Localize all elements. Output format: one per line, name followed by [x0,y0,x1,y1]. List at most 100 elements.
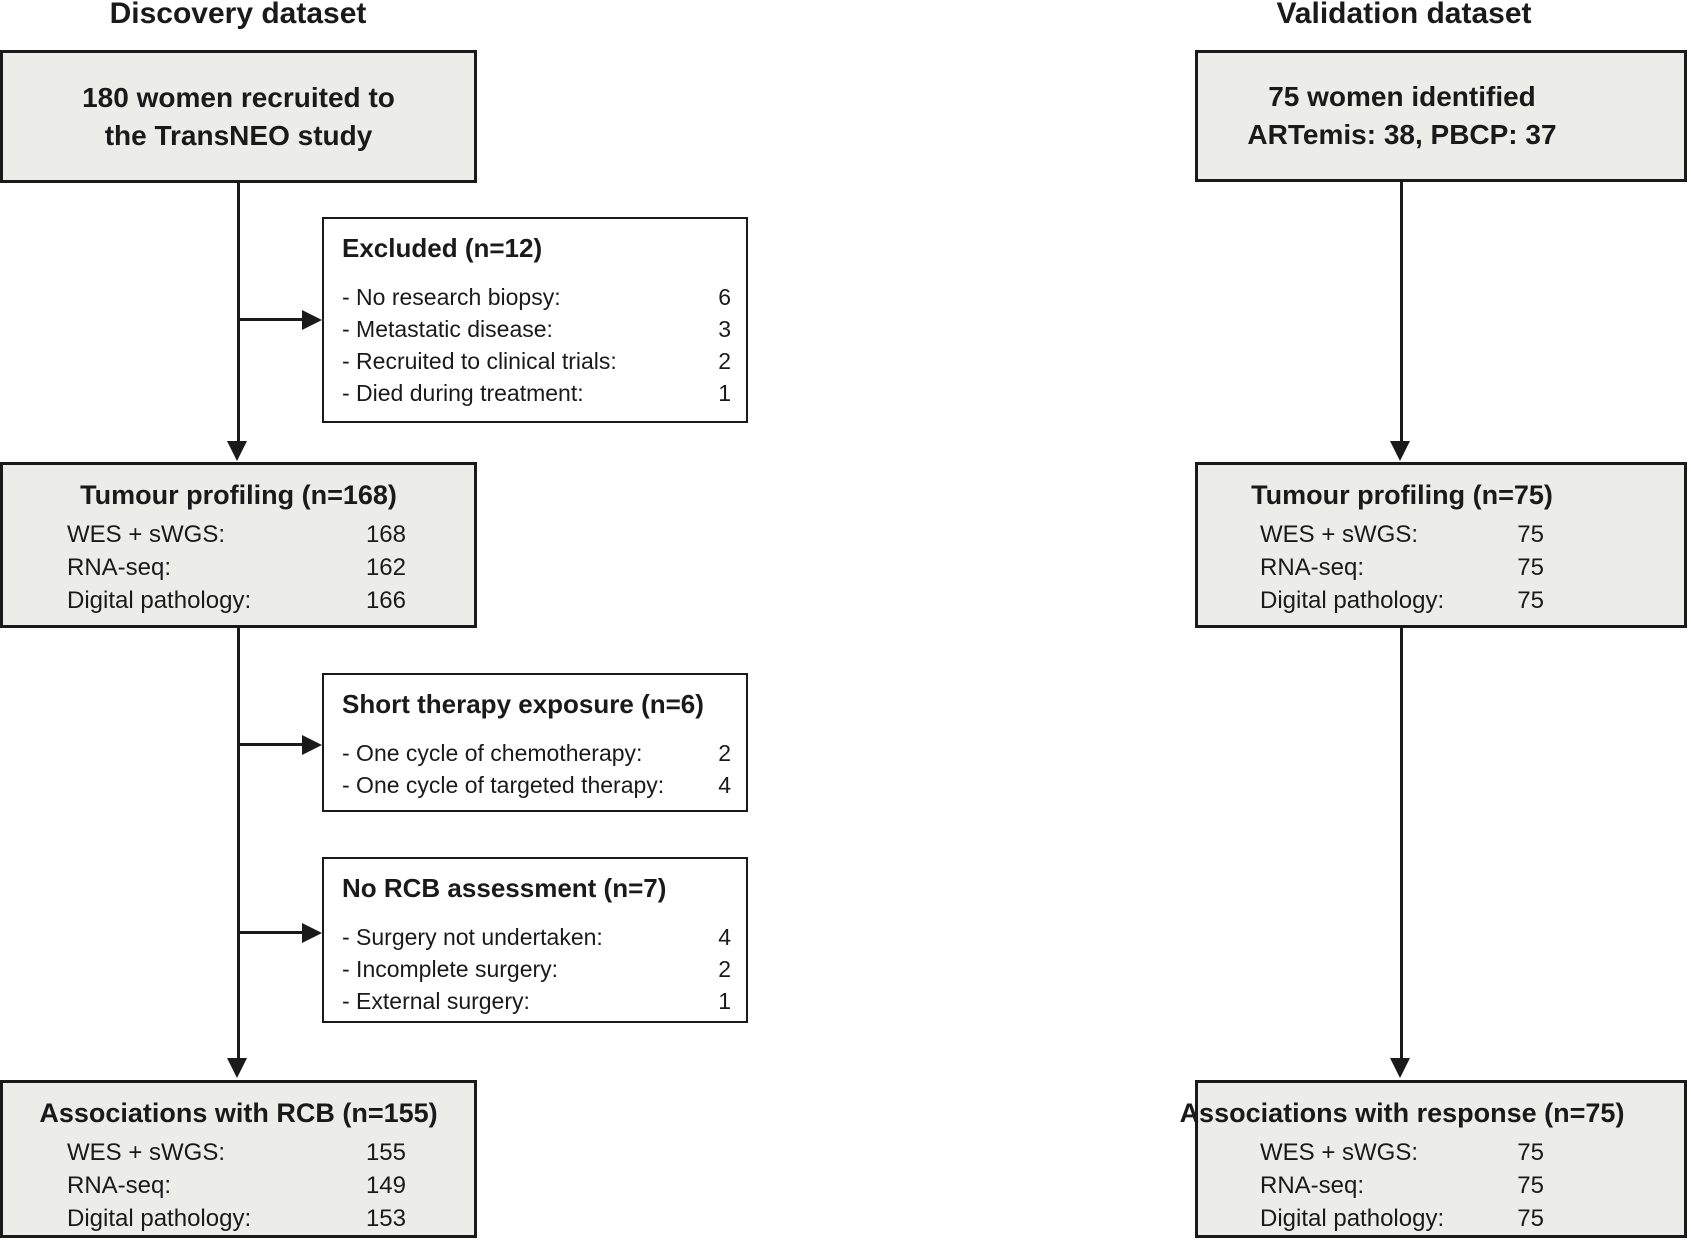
stat-row: RNA-seq: 162 [67,551,406,584]
short-therapy-exposure-box: Short therapy exposure (n=6) - One cycle… [322,673,748,812]
associations-response-stats: WES + sWGS: 75 RNA-seq: 75 Digital patho… [1198,1136,1606,1235]
identified-line-2: ARTemis: 38, PBCP: 37 [1247,119,1557,150]
stat-value: 162 [365,554,406,581]
stat-label: RNA-seq: [67,554,172,581]
associations-rcb-stats: WES + sWGS: 155 RNA-seq: 149 Digital pat… [3,1136,474,1235]
exclusion-count: 1 [718,988,731,1014]
stat-label: Digital pathology: [67,1205,252,1232]
stat-row: RNA-seq: 75 [1260,551,1544,584]
exclusion-label: - One cycle of targeted therapy: [342,772,665,798]
stat-row: Digital pathology: 75 [1260,1202,1544,1235]
stat-label: RNA-seq: [1260,1172,1365,1199]
exclusion-count: 1 [718,380,731,406]
excluded-box: Excluded (n=12) - No research biopsy: 6 … [322,217,748,423]
branch-line-excluded [238,318,304,321]
stat-label: RNA-seq: [1260,554,1365,581]
recruited-line-1: 180 women recruited to [82,81,395,113]
exclusion-row: - Recruited to clinical trials: 2 [342,345,731,377]
exclusion-count: 2 [718,956,731,982]
validation-identified-box: 75 women identified ARTemis: 38, PBCP: 3… [1195,50,1687,182]
no-rcb-rows: - Surgery not undertaken: 4 - Incomplete… [324,921,746,1017]
stat-value: 166 [365,587,406,614]
exclusion-count: 2 [718,348,731,374]
arrow-down-icon [227,1058,247,1078]
exclusion-count: 4 [718,924,731,950]
stat-row: WES + sWGS: 168 [67,518,406,551]
associations-with-response-box: Associations with response (n=75) WES + … [1179,1080,1687,1238]
stat-row: WES + sWGS: 155 [67,1136,406,1169]
stat-value: 75 [1517,1205,1544,1232]
associations-response-title: Associations with response (n=75) [1179,1098,1625,1128]
exclusion-row: - Surgery not undertaken: 4 [342,921,731,953]
stat-row: WES + sWGS: 75 [1260,518,1544,551]
stat-label: Digital pathology: [1260,1205,1445,1232]
arrow-down-icon [1390,1058,1410,1078]
stat-row: RNA-seq: 149 [67,1169,406,1202]
exclusion-count: 4 [718,772,731,798]
exclusion-count: 6 [718,284,731,310]
excluded-title: Excluded (n=12) [342,233,543,263]
identified-line-1: 75 women identified [1268,81,1536,112]
short-therapy-title: Short therapy exposure (n=6) [342,689,704,719]
exclusion-row: - One cycle of chemotherapy: 2 [342,737,731,769]
stat-value: 75 [1517,1139,1544,1166]
exclusion-label: - External surgery: [342,988,530,1014]
exclusion-label: - No research biopsy: [342,284,561,310]
branch-line-short-therapy [238,743,304,746]
stat-label: Digital pathology: [1260,587,1445,614]
associations-with-rcb-box: Associations with RCB (n=155) WES + sWGS… [0,1080,477,1238]
stat-value: 75 [1517,587,1544,614]
stat-value: 75 [1517,554,1544,581]
discovery-arrow-line-2 [237,628,240,1060]
no-rcb-title: No RCB assessment (n=7) [342,873,667,903]
no-rcb-assessment-box: No RCB assessment (n=7) - Surgery not un… [322,857,748,1023]
exclusion-count: 2 [718,740,731,766]
validation-arrow-line-1 [1400,182,1403,443]
exclusion-label: - Died during treatment: [342,380,584,406]
stat-row: Digital pathology: 75 [1260,584,1544,617]
arrow-right-icon [302,923,322,943]
arrow-right-icon [302,310,322,330]
discovery-column-heading: Discovery dataset [109,0,367,30]
arrow-down-icon [227,441,247,461]
exclusion-row: - One cycle of targeted therapy: 4 [342,769,731,801]
exclusion-label: - Incomplete surgery: [342,956,559,982]
stat-label: WES + sWGS: [67,1139,226,1166]
branch-line-no-rcb [238,931,304,934]
validation-arrow-line-2 [1400,628,1403,1060]
recruited-line-2: the TransNEO study [104,119,373,151]
stat-value: 75 [1517,521,1544,548]
stat-row: Digital pathology: 166 [67,584,406,617]
associations-rcb-title: Associations with RCB (n=155) [39,1098,438,1128]
stat-value: 153 [365,1205,406,1232]
discovery-arrow-line-1 [237,183,240,443]
stat-label: Digital pathology: [67,587,252,614]
arrow-right-icon [302,735,322,755]
exclusion-row: - Metastatic disease: 3 [342,313,731,345]
exclusion-label: - Recruited to clinical trials: [342,348,617,374]
tumour-profiling-title: Tumour profiling (n=75) [1251,480,1553,510]
exclusion-label: - One cycle of chemotherapy: [342,740,643,766]
arrow-down-icon [1390,441,1410,461]
exclusion-row: - Incomplete surgery: 2 [342,953,731,985]
stat-label: RNA-seq: [67,1172,172,1199]
exclusion-row: - External surgery: 1 [342,985,731,1017]
stat-value: 155 [365,1139,406,1166]
short-therapy-rows: - One cycle of chemotherapy: 2 - One cyc… [324,737,746,801]
stat-row: WES + sWGS: 75 [1260,1136,1544,1169]
exclusion-row: - Died during treatment: 1 [342,377,731,409]
stat-value: 168 [365,521,406,548]
stat-value: 75 [1517,1172,1544,1199]
exclusion-label: - Metastatic disease: [342,316,553,342]
tumour-profiling-title: Tumour profiling (n=168) [80,480,397,510]
exclusion-row: - No research biopsy: 6 [342,281,731,313]
excluded-rows: - No research biopsy: 6 - Metastatic dis… [324,281,746,409]
discovery-tumour-profiling-box: Tumour profiling (n=168) WES + sWGS: 168… [0,462,477,628]
stat-value: 149 [365,1172,406,1199]
stat-label: WES + sWGS: [1260,1139,1419,1166]
stat-label: WES + sWGS: [1260,521,1419,548]
stat-row: RNA-seq: 75 [1260,1169,1544,1202]
exclusion-count: 3 [718,316,731,342]
validation-tumour-profiling-box: Tumour profiling (n=75) WES + sWGS: 75 R… [1195,462,1687,628]
